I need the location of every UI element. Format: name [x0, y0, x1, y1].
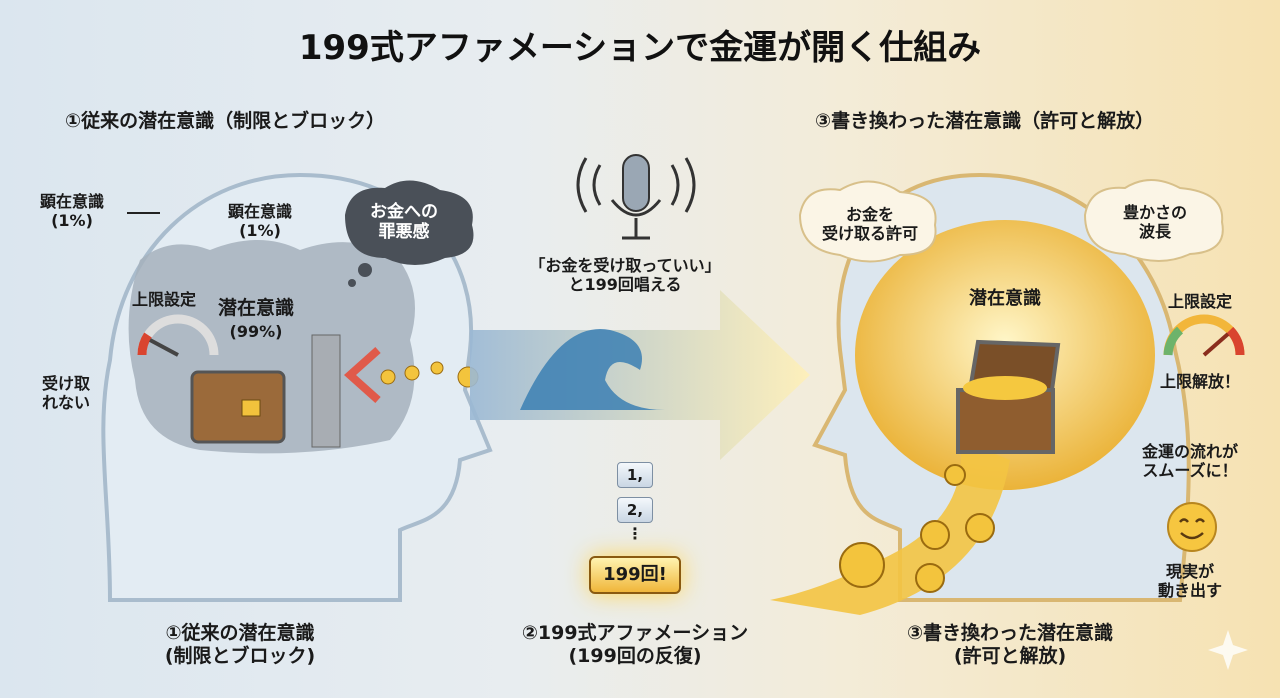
label-line: (許可と解放)	[953, 644, 1067, 667]
right-limit-label: 上限設定	[1167, 292, 1232, 311]
label-line: 波長	[1138, 222, 1171, 242]
open-chest-icon	[956, 339, 1061, 454]
locked-chest-icon	[190, 370, 286, 444]
wave-icon	[520, 329, 665, 410]
label-line: 金運の流れが	[1141, 442, 1238, 461]
right-subconscious-label: 潜在意識	[969, 288, 1041, 309]
middle-footer: ②199式アファメーション(199回の反復)	[490, 622, 780, 668]
label-line: ①従来の潜在意識	[165, 622, 315, 644]
left-limit-label: 上限設定	[132, 290, 197, 309]
count-ellipsis: ⋮	[627, 524, 643, 543]
label-line: 現実が	[1165, 562, 1214, 581]
count-box: 2,	[617, 497, 653, 523]
label-line: (99%)	[229, 321, 283, 341]
right-footer: ③書き換わった潜在意識(許可と解放)	[880, 622, 1140, 668]
release-gauge-icon	[1163, 314, 1245, 357]
label-line: ③書き換わった潜在意識	[906, 622, 1114, 644]
page-title: 199式アファメーションで金運が開く仕組み	[298, 28, 982, 68]
label-line: 罪悪感	[378, 222, 430, 243]
block-chevron-icon	[343, 347, 381, 403]
label-line: (1%)	[239, 221, 281, 241]
label-line: お金を	[845, 205, 894, 224]
affirmation-quote: 「お金を受け取っていい」と199回唱える	[520, 256, 730, 294]
label-line: 受け取る許可	[821, 224, 918, 244]
label-line: スムーズに！	[1142, 461, 1238, 481]
left-footer: ①従来の潜在意識(制限とブロック)	[130, 622, 350, 668]
label-line: 顕在意識	[228, 202, 293, 221]
label-line: と199回唱える	[568, 275, 682, 295]
label-line: れない	[42, 393, 91, 413]
right-heading: ③書き換わった潜在意識（許可と解放）	[815, 110, 1155, 132]
left-subconscious-label: 潜在意識(99%)	[218, 297, 294, 343]
flow-label: 金運の流れがスムーズに！	[1130, 442, 1250, 480]
label-line: (1%)	[51, 211, 93, 231]
left-outer-label: 顕在意識(1%)	[40, 192, 104, 230]
final-count-badge: 199回!	[589, 556, 681, 594]
label-line: (199回の反復)	[568, 644, 702, 667]
label-line: 豊かさの	[1122, 203, 1187, 222]
permission-cloud-label: お金を受け取る許可	[815, 205, 925, 243]
sparkle-icon	[1208, 630, 1248, 670]
left-heading: ①従来の潜在意識（制限とブロック）	[65, 110, 386, 132]
guilt-cloud-label: お金への罪悪感	[370, 202, 438, 243]
cannot-receive-label: 受け取れない	[42, 374, 90, 412]
reality-label: 現実が動き出す	[1150, 562, 1230, 600]
limit-release-label: 上限解放！	[1159, 372, 1240, 391]
count-box: 1,	[617, 462, 653, 488]
smiley-icon	[1167, 502, 1217, 552]
label-line: (制限とブロック)	[164, 644, 316, 667]
label-line: 顕在意識	[40, 192, 105, 211]
limit-gauge-icon	[137, 314, 219, 357]
label-line: 潜在意識	[218, 297, 295, 319]
thought-cloud-1	[798, 180, 937, 263]
label-line: 「お金を受け取っていい」	[529, 256, 721, 275]
guilt-cloud-shape	[345, 180, 474, 265]
label-line: お金への	[370, 202, 438, 222]
big-arrow	[470, 290, 810, 460]
label-line: ②199式アファメーション	[521, 622, 749, 644]
microphone-icon	[576, 154, 696, 240]
wall-icon	[311, 334, 341, 448]
gold-flow	[770, 440, 1010, 615]
label-line: 動き出す	[1157, 581, 1222, 601]
abundance-cloud-label: 豊かさの波長	[1105, 203, 1205, 241]
label-line: 受け取	[42, 374, 91, 393]
left-inner-label: 顕在意識(1%)	[228, 202, 292, 240]
coins-flow-icon	[839, 464, 995, 593]
thought-cloud-2	[1083, 179, 1224, 262]
